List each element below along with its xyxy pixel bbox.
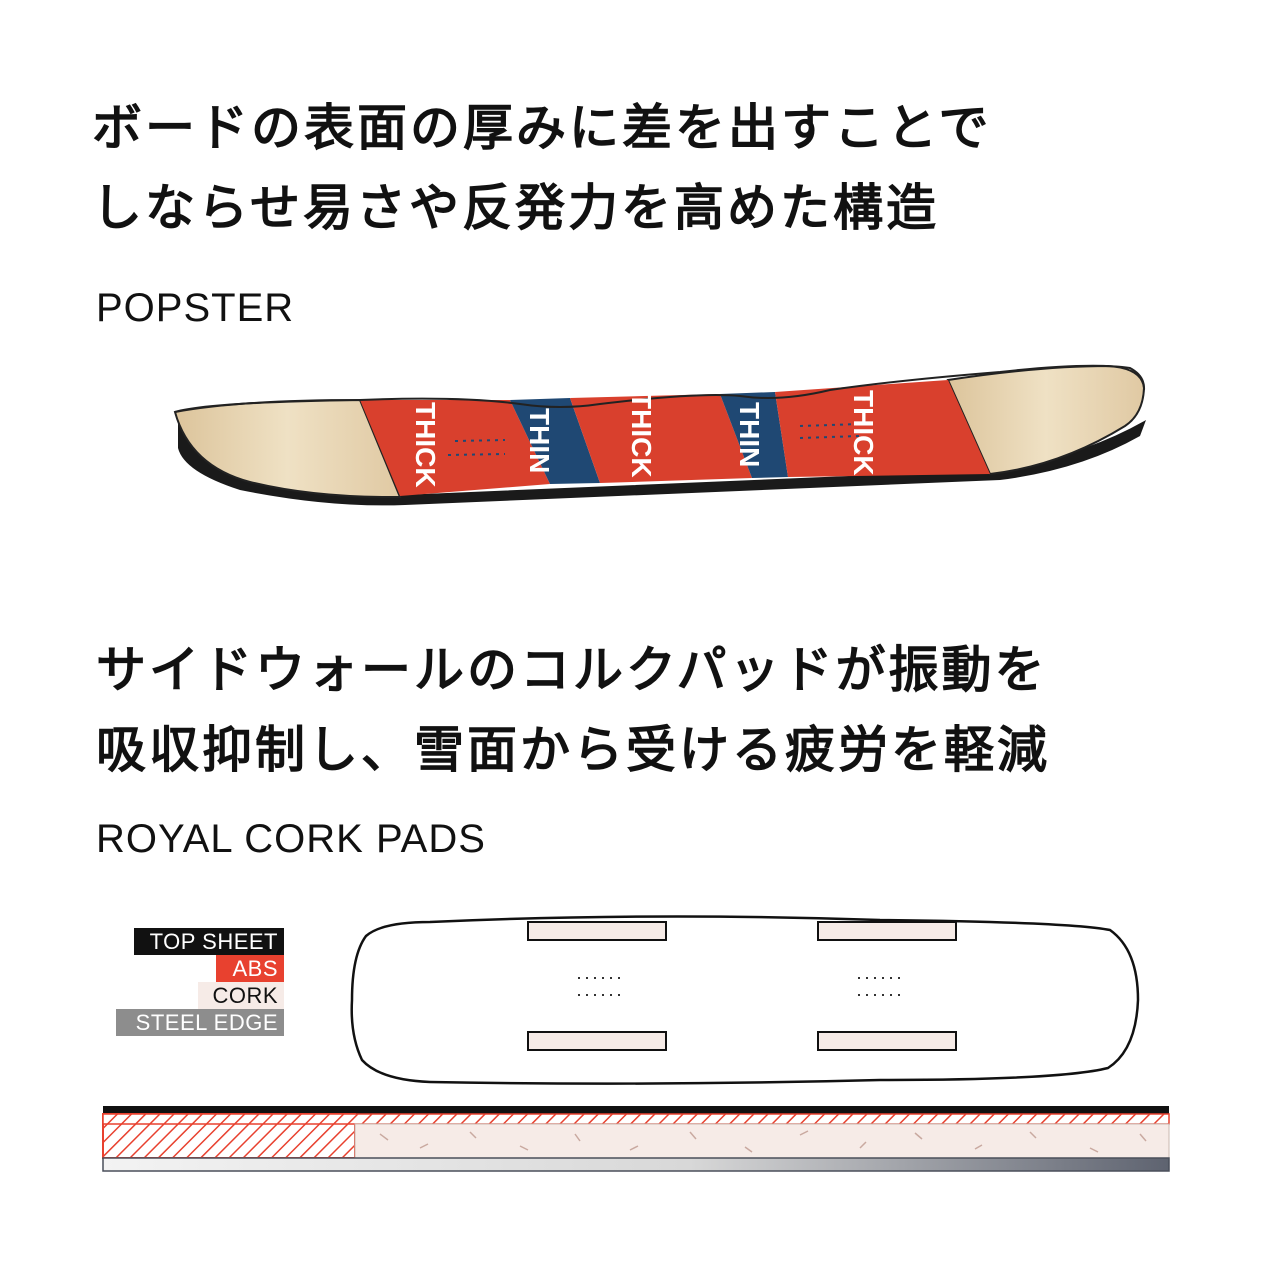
headline-line: 吸収抑制し、雪面から受ける疲労を軽減 (96, 721, 1050, 779)
zone-thick-3 (775, 380, 990, 477)
headline-line: しならせ易さや反発力を高めた構造 (92, 179, 939, 237)
legend-steel-edge: STEEL EDGE (116, 1009, 284, 1036)
cork-pad (527, 921, 667, 941)
board-outline (350, 915, 1140, 1085)
insert-dots (454, 439, 506, 442)
layer-legend: TOP SHEET ABS CORK STEEL EDGE (108, 928, 284, 1036)
layer-steel-edge (102, 1157, 1170, 1172)
zone-label-thick: THICK (848, 390, 879, 476)
legend-cork: CORK (198, 982, 284, 1009)
zone-thin-2 (720, 392, 788, 478)
board-top-outline (174, 364, 1146, 413)
insert-dots (799, 435, 861, 439)
zone-thin-1 (510, 398, 600, 484)
legend-top-sheet: TOP SHEET (134, 928, 284, 955)
cork-pad (527, 1031, 667, 1051)
layer-cork (354, 1123, 1170, 1159)
cork-board-topview (350, 915, 1140, 1085)
zone-label-thick: THICK (626, 392, 657, 478)
layer-top-sheet (103, 1106, 1169, 1114)
insert-dots (447, 453, 506, 456)
cork-pad (817, 921, 957, 941)
headline-popster: ボードの表面の厚みに差を出すことで しならせ易さや反発力を高めた構造 (92, 88, 992, 248)
headline-cork-pads: サイドウォールのコルクパッドが振動を 吸収抑制し、雪面から受ける疲労を軽減 (96, 630, 1050, 790)
cork-pad (817, 1031, 957, 1051)
zone-label-thick: THICK (410, 402, 441, 488)
headline-line: サイドウォールのコルクパッドが振動を (96, 641, 1048, 699)
zone-label-thin: THIN (524, 408, 555, 473)
insert-dots (799, 423, 861, 427)
zone-thick-2 (570, 394, 752, 483)
popster-board: THICK THIN THICK THIN THICK (173, 364, 1146, 506)
label-royal-cork-pads: ROYAL CORK PADS (96, 817, 486, 861)
layer-abs-strip (102, 1113, 1170, 1125)
headline-line: ボードの表面の厚みに差を出すことで (92, 99, 992, 157)
board-base-edge (178, 412, 1146, 506)
sidewall-cross-section (102, 1106, 1170, 1172)
label-popster: POPSTER (96, 286, 295, 330)
zone-thick-1 (360, 400, 550, 496)
legend-abs: ABS (216, 955, 284, 982)
zone-label-thin: THIN (734, 402, 765, 467)
